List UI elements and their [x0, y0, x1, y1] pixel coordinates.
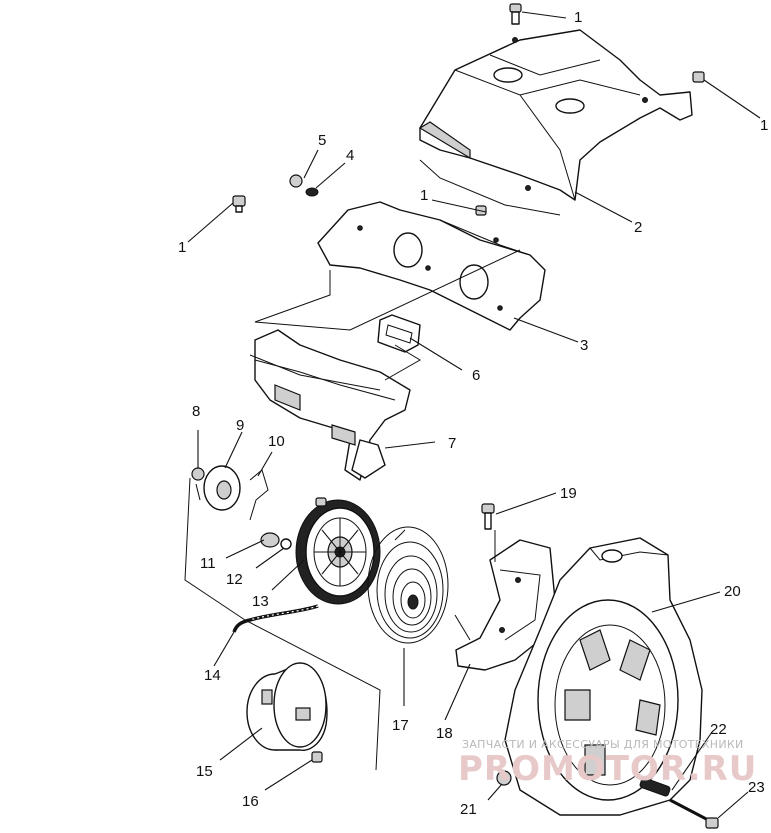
- nut-5: [289, 174, 303, 188]
- alignment-lines: [184, 159, 561, 771]
- part-6-gasket: [377, 314, 421, 353]
- callout-4: 4: [346, 147, 354, 164]
- callout-20: 20: [724, 583, 741, 600]
- callout-14: 14: [204, 667, 221, 684]
- callout-9: 9: [236, 417, 244, 434]
- part-13-recoil-pulley: [295, 497, 381, 605]
- callout-1-top: 1: [574, 9, 582, 26]
- callout-1-right: 1: [760, 117, 768, 134]
- callout-11: 11: [200, 555, 216, 572]
- bolt-16: [311, 751, 323, 763]
- part-14-starter-rope: [232, 604, 319, 633]
- callout-13: 13: [252, 593, 269, 610]
- callout-1-middle: 1: [420, 187, 428, 204]
- callout-1-left: 1: [178, 239, 186, 256]
- callout-16: 16: [242, 793, 259, 810]
- part-18-bracket: [455, 539, 556, 671]
- callout-12: 12: [226, 571, 243, 588]
- callout-23: 23: [748, 779, 765, 796]
- bolt-23: [669, 798, 719, 829]
- part-9-pulley-plate: [203, 465, 241, 511]
- part-3-middle-plate: [317, 201, 546, 331]
- bolt-1-top: [509, 3, 522, 25]
- part-10-spring-clip: [249, 469, 269, 521]
- callout-5: 5: [318, 132, 326, 149]
- part-12-bushing: [280, 538, 292, 550]
- callout-8: 8: [192, 403, 200, 420]
- bolt-1-left: [232, 195, 246, 213]
- callout-labels: 1 1 1 1 2 3 4 5 6 7 8 9 10 11 12 13 14 1…: [178, 9, 768, 818]
- callout-19: 19: [560, 485, 577, 502]
- callout-17: 17: [392, 717, 409, 734]
- bolt-19: [481, 503, 495, 530]
- part-15-starter-cup: [246, 662, 328, 752]
- leader-lines: [187, 11, 761, 819]
- callout-18: 18: [436, 725, 453, 742]
- nut-21: [496, 770, 512, 786]
- nut-8: [191, 467, 205, 481]
- callout-15: 15: [196, 763, 213, 780]
- part-22-handle: [639, 777, 671, 797]
- washer-4: [305, 187, 319, 197]
- watermark-brand: PROMOTOR.RU: [458, 749, 757, 789]
- callout-7: 7: [448, 435, 456, 452]
- callout-3: 3: [580, 337, 588, 354]
- part-2-top-cover: [418, 29, 693, 201]
- callout-10: 10: [268, 433, 285, 450]
- watermark-tagline: ЗАПЧАСТИ И АКСЕССУАРЫ ДЛЯ МОТОТЕХНИКИ: [462, 738, 744, 751]
- part-11-pawl: [260, 532, 280, 548]
- part-7-lower-bracket: [254, 329, 411, 481]
- callout-2: 2: [634, 219, 642, 236]
- callout-22: 22: [710, 721, 727, 738]
- bolt-1-right: [692, 71, 705, 83]
- part-17-recoil-spring: [367, 526, 449, 644]
- watermark: PROMOTOR.RU ЗАПЧАСТИ И АКСЕССУАРЫ ДЛЯ МО…: [458, 738, 757, 789]
- callout-21: 21: [460, 801, 477, 818]
- callout-6: 6: [472, 367, 480, 384]
- part-20-recoil-housing: [504, 537, 703, 816]
